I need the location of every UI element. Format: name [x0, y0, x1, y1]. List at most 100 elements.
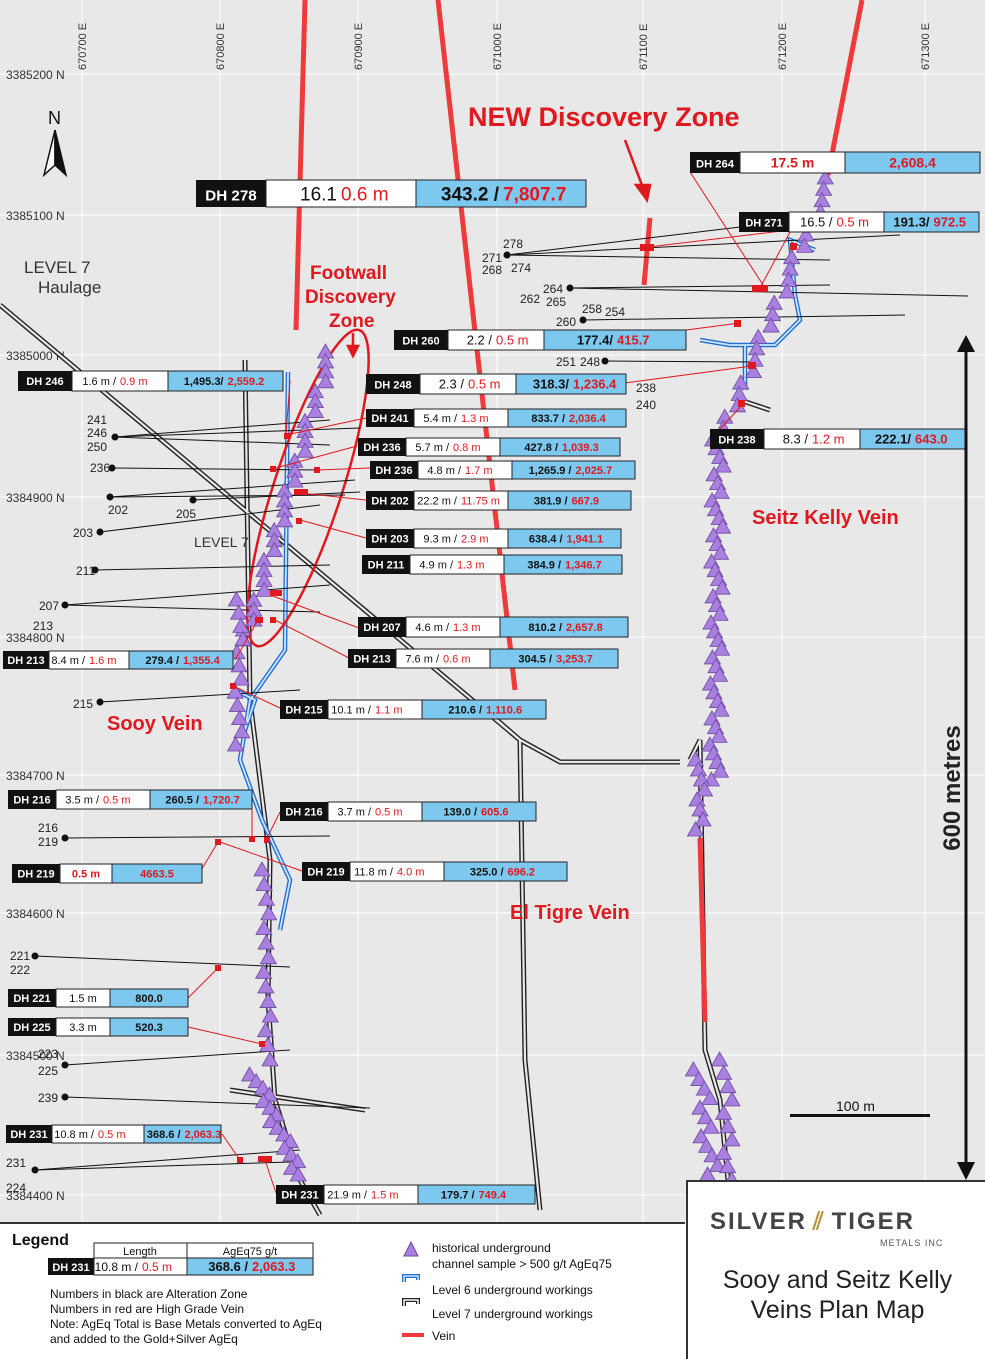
- hg-length-value: 1.3 m: [457, 559, 485, 571]
- level7-label: LEVEL 7: [194, 534, 249, 550]
- channel-sample-triangle: [795, 237, 814, 253]
- north-arrow-icon: N: [42, 108, 68, 178]
- legend-note: Note: AgEq Total is Base Metals converte…: [50, 1317, 322, 1331]
- hg-ageq-value: 2,036.4: [569, 413, 607, 425]
- logo-stripes-icon: ⫽: [812, 1208, 826, 1235]
- length-value: 1.6 m /: [82, 376, 117, 388]
- channel-sample-triangle: [255, 875, 273, 892]
- channel-sample-triangle: [762, 317, 780, 333]
- ageq-value: 304.5 /: [518, 653, 552, 665]
- hole-id: DH 238: [718, 435, 755, 447]
- channel-sample-triangle: [226, 683, 244, 699]
- intercept-markers: [215, 243, 797, 1163]
- title-block: SILVER⫽TIGER METALS INC Sooy and Seitz K…: [686, 1180, 985, 1359]
- channel-sample-triangle: [711, 605, 729, 621]
- northing-labels: 3385200 N 3385100 N 3385000 N 3384900 N …: [6, 68, 65, 1203]
- hole-id: DH 231: [281, 1189, 318, 1201]
- length-value: 2.2 /: [467, 333, 493, 348]
- legend-note: Numbers in red are High Grade Vein: [50, 1302, 245, 1316]
- length-value: 4.8 m /: [427, 465, 462, 477]
- easting-label: 671100 E: [638, 24, 650, 70]
- footwall-label: Zone: [329, 311, 374, 332]
- hg-ageq-value: 972.5: [934, 215, 967, 230]
- footwall-label: Footwall: [310, 263, 387, 284]
- ageq-value: 1,495.3/: [184, 376, 224, 388]
- hg-ageq-value: 2,025.7: [576, 465, 613, 477]
- channel-sample-triangle: [261, 1007, 279, 1023]
- ageq-value: 210.6 /: [448, 704, 482, 716]
- hg-length-value: 1.1 m: [375, 704, 403, 716]
- seitz-vein-label: Seitz Kelly Vein: [752, 507, 899, 529]
- channel-sample-triangle: [255, 581, 273, 597]
- seitz-vein-south: [697, 837, 708, 1023]
- channel-sample-triangle: [710, 666, 729, 682]
- length-value: 4.6 m /: [415, 622, 450, 634]
- collar-label: 224: [6, 1181, 26, 1195]
- hole-id: DH 202: [371, 495, 408, 507]
- easting-label: 670900 E: [353, 23, 365, 70]
- hole-id: DH 231: [10, 1129, 47, 1141]
- channel-sample-triangle: [261, 1051, 279, 1067]
- collar-label: 240: [636, 398, 656, 412]
- el-tigre-vein-label: El Tigre Vein: [510, 902, 630, 924]
- ageq-value: 833.7 /: [531, 413, 565, 425]
- collar-label: 278: [503, 237, 523, 251]
- channel-sample-triangle: [718, 1157, 737, 1174]
- brand-sub: METALS INC: [880, 1238, 944, 1248]
- legend-hg-ageq: 2,063.3: [252, 1259, 295, 1274]
- hg-length-value: 0.5 m: [98, 1129, 126, 1141]
- easting-label: 671000 E: [492, 23, 504, 70]
- legend-note: Numbers in black are Alteration Zone: [50, 1287, 248, 1301]
- channel-sample-triangle: [714, 1144, 733, 1160]
- ageq-value: 179.7 /: [441, 1189, 475, 1201]
- hg-ageq-value: 3,253.7: [556, 653, 593, 665]
- hg-ageq-value: 749.4: [479, 1189, 507, 1201]
- channel-sample-triangle: [226, 736, 245, 752]
- channel-sample-triangle: [714, 457, 732, 473]
- length-value: 1.5 m: [69, 993, 97, 1005]
- seitz-vein-north: [825, 0, 865, 176]
- channel-sample-triangle: [692, 1128, 710, 1144]
- collar-label: 248: [580, 355, 600, 369]
- legend-item: Vein: [432, 1329, 456, 1343]
- channel-sample-triangle: [230, 657, 248, 673]
- length-value: 10.1 m /: [331, 704, 372, 716]
- collar-label: 203: [73, 526, 93, 540]
- collar-label: 246: [87, 426, 107, 440]
- collar-label: 271: [482, 251, 502, 265]
- ageq-value: 800.0: [135, 993, 163, 1005]
- legend-col-length: Length: [123, 1246, 157, 1258]
- span-bar: 600 metres: [939, 335, 975, 1180]
- channel-sample-triangle: [256, 1021, 275, 1038]
- ageq-value: 810.2 /: [528, 622, 562, 634]
- hg-ageq-value: 2,608.4: [889, 155, 936, 171]
- collar-label: 222: [10, 963, 30, 977]
- channel-sample-triangle: [723, 1091, 741, 1107]
- hg-length-value: 0.6 m: [341, 184, 389, 205]
- drill-collars: [31, 251, 609, 1174]
- channel-sample-triangle: [694, 811, 712, 827]
- hole-id: DH 241: [371, 413, 408, 425]
- hole-id: DH 219: [17, 868, 54, 880]
- hg-ageq-value: 2,559.2: [228, 376, 265, 388]
- channel-sample-triangle: [289, 1166, 307, 1182]
- channel-sample-triangle: [690, 1070, 708, 1086]
- map-title-line1: Sooy and Seitz Kelly: [722, 1266, 953, 1294]
- channel-sample-triangle: [227, 591, 246, 607]
- easting-label: 670700 E: [77, 23, 89, 70]
- channel-sample-triangle: [232, 670, 250, 686]
- hole-id: DH 260: [402, 336, 439, 348]
- brand-left: SILVER: [710, 1208, 807, 1235]
- northing-label: 3384400 N: [6, 1189, 65, 1203]
